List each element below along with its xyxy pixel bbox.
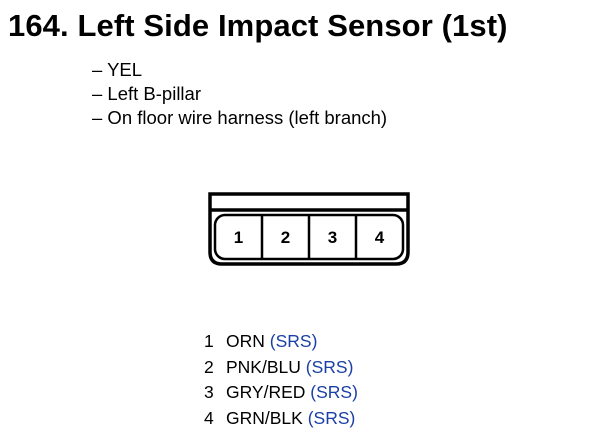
circuit-name: (SRS) <box>269 331 318 351</box>
circuit-name: (SRS) <box>307 407 356 428</box>
pin-number: 4 <box>204 407 214 428</box>
wire-color: GRN/BLK <box>226 407 303 428</box>
connector-color: – YEL <box>92 59 143 80</box>
pinout-row: 4 GRN/BLK (SRS) <box>204 406 358 432</box>
connector-location: – Left B-pillar <box>92 83 201 104</box>
circuit-name: (SRS) <box>310 382 358 402</box>
connector-harness: – On floor wire harness (left branch) <box>92 107 388 128</box>
circuit-name: (SRS) <box>305 356 354 377</box>
pinout-row: 3 GRY/RED (SRS) <box>204 380 358 406</box>
page-title: 164. Left Side Impact Sensor (1st) <box>8 8 508 43</box>
pinout-row: 1 ORN (SRS) <box>204 329 358 355</box>
connector-face-diagram: 1 2 3 4 <box>208 192 410 266</box>
pin-number: 2 <box>204 356 214 377</box>
terminal-1-label: 1 <box>234 228 243 247</box>
terminal-2-label: 2 <box>281 228 290 247</box>
wire-color: ORN <box>226 331 265 351</box>
terminal-4-label: 4 <box>375 228 385 247</box>
pin-number: 3 <box>204 382 214 402</box>
pinout-list: 1 ORN (SRS) 2 PNK/BLU (SRS) 3 GRY/RED (SRS)… <box>204 329 358 431</box>
wire-color: GRY/RED <box>226 382 306 402</box>
pin-number: 1 <box>204 331 214 351</box>
terminal-3-label: 3 <box>328 228 337 247</box>
wire-color: PNK/BLU <box>226 356 301 377</box>
connector-details: – YEL – Left B-pillar – On floor wire ha… <box>92 58 387 130</box>
pinout-row: 2 PNK/BLU (SRS) <box>204 355 358 381</box>
